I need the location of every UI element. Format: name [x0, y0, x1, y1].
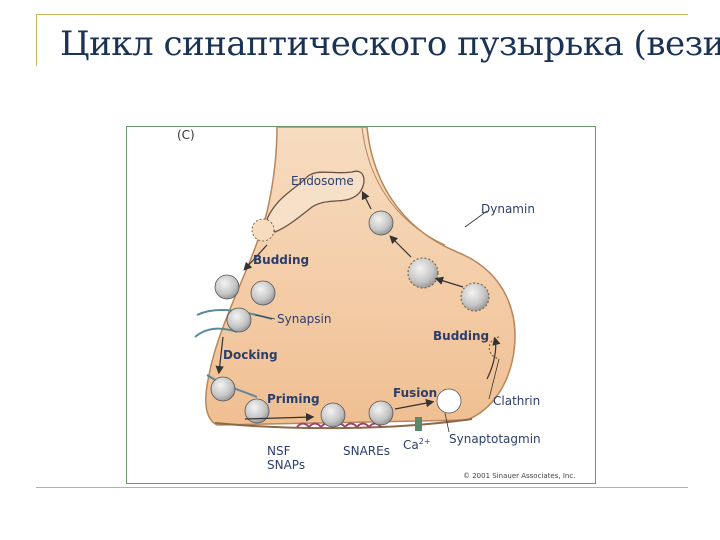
cycle-arrow [244, 412, 315, 422]
vesicle [244, 398, 270, 424]
slide-title: Цикл синаптического пузырька (везикулы) [60, 24, 720, 64]
vesicle [226, 307, 252, 333]
bottom-rule [36, 487, 688, 488]
budding-pit-left [251, 218, 275, 242]
label-calcium: Ca2+ [403, 437, 431, 452]
cycle-arrow [215, 336, 224, 375]
endosome [266, 170, 365, 233]
cycle-arrow [486, 336, 501, 380]
label-docking: Docking [223, 348, 278, 362]
label-synapsin: Synapsin [277, 312, 332, 326]
label-budding-right: Budding [433, 329, 489, 343]
cycle-arrow [389, 235, 412, 258]
cycle-arrow [434, 276, 464, 288]
synaptic-vesicle-cycle-figure: (C) Endosome Dynamin Budding Synapsin Bu… [126, 126, 596, 484]
vesicle [368, 400, 394, 426]
label-priming: Priming [267, 392, 320, 406]
label-snaps: SNAPs [267, 458, 305, 472]
label-synaptotagmin: Synaptotagmin [449, 432, 541, 446]
label-nsf: NSF [267, 444, 291, 458]
cycle-arrow [243, 244, 268, 271]
label-dynamin: Dynamin [481, 202, 535, 216]
calcium-channel [415, 417, 422, 431]
fusing-vesicle [436, 388, 462, 414]
label-budding-left: Budding [253, 253, 309, 267]
vesicle [250, 280, 276, 306]
label-fusion: Fusion [393, 386, 437, 400]
clathrin-leader [488, 358, 500, 400]
presynaptic-membrane [214, 418, 473, 430]
cycle-arrow [361, 190, 372, 210]
left-rule [36, 14, 37, 66]
vesicle [210, 376, 236, 402]
diagram-canvas: (C) Endosome Dynamin Budding Synapsin Bu… [177, 127, 575, 480]
label-snares: SNAREs [343, 444, 390, 458]
panel-letter: (C) [177, 128, 195, 142]
cycle-arrow [394, 398, 435, 410]
synapsin-leader [254, 314, 276, 320]
copyright-notice: © 2001 Sinauer Associates, Inc. [463, 472, 575, 480]
vesicle [320, 402, 346, 428]
coated-vesicle [407, 257, 439, 289]
synaptotagmin-leader [444, 412, 450, 433]
dynamin-leader [464, 210, 488, 228]
coated-vesicle [460, 282, 490, 312]
label-endosome: Endosome [291, 174, 354, 188]
label-clathrin: Clathrin [493, 394, 540, 408]
budding-pit-right [488, 336, 500, 360]
top-rule [36, 14, 688, 15]
vesicle [368, 210, 394, 236]
vesicle [214, 274, 240, 300]
